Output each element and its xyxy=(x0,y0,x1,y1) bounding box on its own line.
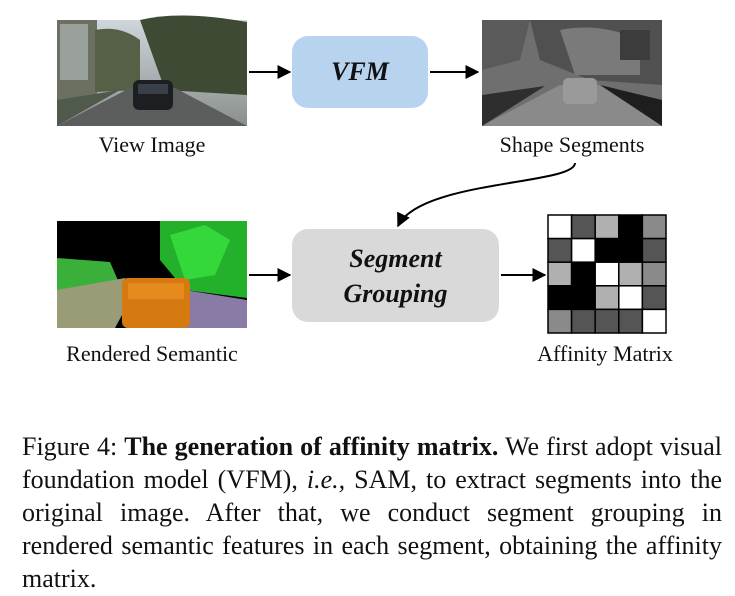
affinity-cell xyxy=(618,214,644,240)
affinity-cell xyxy=(547,308,573,334)
segment-grouping-line2: Grouping xyxy=(343,278,448,308)
vfm-label: VFM xyxy=(331,57,389,86)
affinity-cell xyxy=(641,261,667,287)
view-image-label: View Image xyxy=(98,132,206,157)
affinity-cell xyxy=(641,214,667,240)
affinity-cell xyxy=(641,237,667,263)
affinity-cell xyxy=(547,237,573,263)
affinity-cell xyxy=(570,261,596,287)
affinity-cell xyxy=(618,261,644,287)
figure-caption: Figure 4: The generation of affinity mat… xyxy=(22,430,722,595)
arrow-segments-to-grouping xyxy=(397,162,576,228)
affinity-cell xyxy=(594,237,620,263)
affinity-cell xyxy=(570,237,596,263)
rendered-semantic-label: Rendered Semantic xyxy=(66,341,238,366)
rendered-semantic-image xyxy=(57,221,247,328)
segment-grouping-box: Segment Grouping xyxy=(292,229,499,322)
vfm-box: VFM xyxy=(292,36,428,108)
caption-part2: SAM, to extract segments into the origin… xyxy=(22,465,722,593)
affinity-cell xyxy=(618,237,644,263)
affinity-cell xyxy=(547,214,573,240)
affinity-cell xyxy=(594,308,620,334)
affinity-cell xyxy=(641,285,667,311)
affinity-cell xyxy=(594,285,620,311)
shape-segments-label: Shape Segments xyxy=(499,132,645,157)
caption-prefix: Figure 4: xyxy=(22,432,125,461)
affinity-matrix-label: Affinity Matrix xyxy=(537,341,673,366)
affinity-cell xyxy=(594,261,620,287)
affinity-cell xyxy=(618,285,644,311)
affinity-cell xyxy=(570,308,596,334)
affinity-cell xyxy=(594,214,620,240)
affinity-cell xyxy=(570,214,596,240)
caption-part1: We first adopt visual foundation model (… xyxy=(22,432,722,494)
affinity-matrix xyxy=(547,214,667,334)
caption-title: The generation of affinity matrix. xyxy=(124,432,499,461)
affinity-cell xyxy=(547,285,573,311)
affinity-cell xyxy=(618,308,644,334)
caption-ie: i.e., xyxy=(306,465,346,494)
shape-segments-image xyxy=(482,20,662,126)
figure-diagram xyxy=(57,15,667,334)
segment-grouping-line1: Segment xyxy=(349,243,442,273)
affinity-cell xyxy=(641,308,667,334)
affinity-cell xyxy=(547,261,573,287)
affinity-cell xyxy=(570,285,596,311)
view-image xyxy=(57,15,247,126)
